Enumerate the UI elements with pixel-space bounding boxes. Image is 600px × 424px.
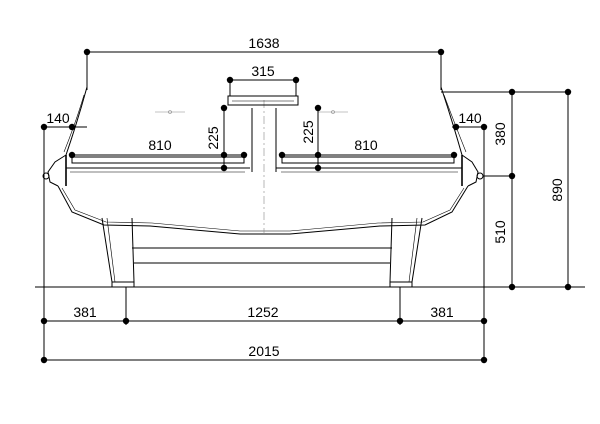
dim-overhang-right: 140 (458, 110, 482, 126)
dim-upper-height: 380 (492, 122, 508, 146)
dim-lower-height: 510 (492, 220, 508, 244)
dim-base-right: 381 (430, 304, 454, 320)
dim-shelf-left: 810 (148, 137, 172, 153)
dim-base-left: 381 (73, 304, 97, 320)
cabinet-outline (35, 86, 585, 288)
dim-width-top: 1638 (248, 35, 279, 51)
dim-shelf-right: 810 (354, 137, 378, 153)
dim-shelf-height-left: 225 (205, 126, 221, 150)
dim-total-width: 2015 (248, 343, 279, 359)
dim-sneeze-guard: 315 (251, 63, 275, 79)
dimension-labels: 1638 315 140 140 810 810 225 225 380 510… (46, 35, 565, 359)
dim-total-height: 890 (549, 178, 565, 202)
dimension-lines (40, 48, 572, 364)
dim-shelf-height-right: 225 (300, 120, 316, 144)
dim-base-center: 1252 (247, 304, 278, 320)
dim-overhang-left: 140 (46, 110, 70, 126)
